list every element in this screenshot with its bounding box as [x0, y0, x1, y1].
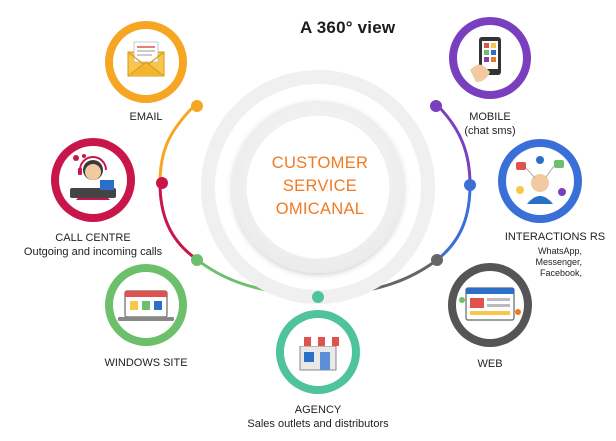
interactions-rs-node — [498, 139, 582, 223]
interactions-rs-label: INTERACTIONS RS — [504, 231, 606, 243]
agency-node — [276, 310, 360, 394]
windows-site-node — [105, 264, 187, 346]
web-node — [448, 263, 532, 347]
call-centre-node — [51, 138, 135, 222]
smartphone-hand-icon — [470, 37, 501, 82]
interactions-detail-1: WhatsApp, — [537, 246, 582, 256]
windows-site-label: WINDOWS SITE — [104, 357, 188, 369]
email-label: EMAIL — [129, 111, 163, 123]
mobile-sublabel: (chat sms) — [464, 125, 516, 137]
agency-title: AGENCY — [294, 404, 342, 416]
interactions-detail-3: Facebook, — [539, 268, 582, 278]
agency-label: AGENCY Sales outlets and distributors — [228, 403, 408, 431]
envelope-icon — [127, 41, 165, 77]
web-connector-dot — [431, 254, 443, 266]
call-centre-title: CALL CENTRE — [55, 232, 131, 244]
center-line-1: CUSTOMER — [271, 154, 369, 172]
diagram-title: A 360° view — [300, 18, 396, 37]
web-label: WEB — [477, 358, 503, 370]
mobile-title: MOBILE — [469, 111, 511, 123]
email-connector-dot — [191, 100, 203, 112]
shop-icon — [297, 337, 339, 371]
interactions-connector-dot — [464, 179, 476, 191]
interactions-rs-details: WhatsApp, Messenger, Facebook, — [500, 246, 582, 279]
interactions-detail-2: Messenger, — [535, 257, 582, 267]
social-network-icon — [516, 156, 566, 204]
center-line-3: OMICANAL — [275, 200, 365, 218]
windows-site-connector-dot — [191, 254, 203, 266]
email-node — [105, 21, 187, 103]
headset-agent-icon — [70, 154, 116, 200]
call-centre-sublabel: Outgoing and incoming calls — [23, 246, 163, 258]
agency-connector-dot — [312, 291, 324, 303]
mobile-node — [449, 17, 531, 99]
center-label: CUSTOMER SERVICE OMICANAL — [255, 152, 385, 221]
agency-sublabel: Sales outlets and distributors — [247, 418, 389, 430]
web-browser-icon — [459, 287, 521, 321]
call-centre-connector-dot — [156, 177, 168, 189]
call-centre-label: CALL CENTRE Outgoing and incoming calls — [0, 231, 186, 259]
mobile-label: MOBILE (chat sms) — [460, 110, 520, 138]
center-hub — [201, 70, 435, 304]
storefront-laptop-icon — [118, 290, 174, 321]
mobile-connector-dot — [430, 100, 442, 112]
center-line-2: SERVICE — [282, 177, 358, 195]
